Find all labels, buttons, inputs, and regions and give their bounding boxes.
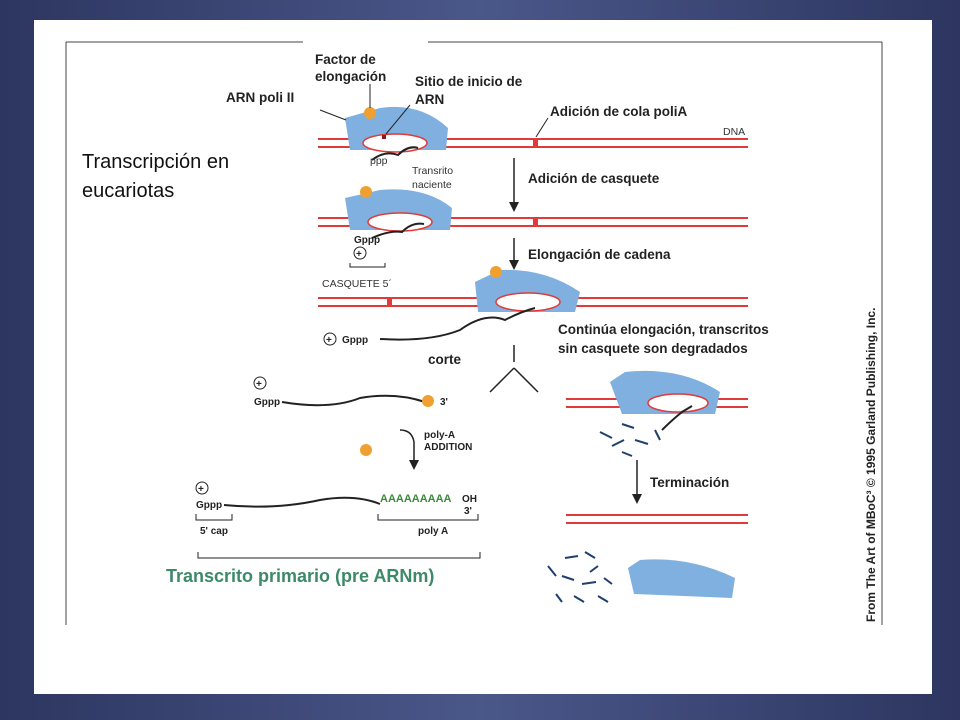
gppp-label-3: Gppp: [342, 335, 368, 346]
polya-arrow: [399, 429, 419, 470]
cap-plus-4: +: [256, 379, 262, 390]
down-arrow-1: [509, 158, 519, 212]
released-factor: [360, 444, 372, 456]
transcription-bubble-1: [362, 133, 428, 153]
nascent-rna-1: [371, 146, 419, 161]
polya-site-mark-1: [533, 138, 538, 148]
cap-plus-circle-2: [353, 246, 367, 260]
cleaved-factor: [422, 395, 434, 407]
cleaved-rna: [281, 394, 426, 407]
polya-tail: AAAAAAAAA: [380, 493, 452, 505]
transcription-bubble-3: [495, 292, 561, 312]
ppp-label-1: ppp: [370, 155, 388, 167]
transcription-bubble-2: [367, 212, 433, 232]
elongation-label: Elongación de cadena: [528, 247, 671, 262]
three-prime-label-1: 3': [440, 397, 448, 408]
polya-bracket: [377, 514, 479, 521]
degraded-fragments-1: [599, 423, 661, 457]
down-arrow-2: [509, 238, 519, 270]
cap-plus-2: +: [356, 249, 362, 260]
nascent-rna-2: [371, 222, 425, 239]
polya-site-mark-3: [387, 297, 392, 307]
gppp-label-5: Gppp: [196, 500, 222, 511]
start-site-label: Sitio de inicio de ARN: [415, 74, 526, 107]
elongation-factor-3: [490, 266, 502, 278]
five-cap-label: 5' cap: [200, 526, 228, 537]
dna-strand-5: [566, 514, 748, 524]
polya-bracket-label: poly A: [418, 526, 448, 537]
termination-arrow: [632, 460, 642, 504]
transcription-bubble-4: [647, 393, 709, 413]
credit-text: From The Art of MBoC³ © 1995 Garland Pub…: [864, 308, 878, 622]
slide-title: Transcripción en eucariotas: [82, 151, 235, 202]
figure-border: [65, 41, 883, 625]
cap-plus-circle-3: [323, 332, 337, 346]
start-site-pointer: [385, 104, 411, 135]
cap-plus-3: +: [326, 335, 332, 346]
transcript-bracket: [197, 552, 481, 559]
polymerase-pointer: [319, 109, 347, 121]
uncapped-rna: [661, 405, 693, 431]
gppp-label-4: Gppp: [254, 397, 280, 408]
primary-transcript-rna: [223, 496, 381, 508]
cap-bracket: [349, 263, 386, 268]
capping-label: Adición de casquete: [528, 171, 660, 186]
oh-label: OH: [462, 494, 477, 505]
degraded-fragments-2: [547, 551, 613, 603]
cleavage-label: corte: [428, 352, 462, 367]
cap-label: CASQUETE 5´: [322, 278, 392, 290]
five-cap-bracket: [195, 514, 233, 521]
factor-label: Factor de elongación: [315, 52, 386, 84]
nascent-label: Transrito naciente: [412, 165, 456, 191]
polymerase-label: ARN poli II: [226, 90, 294, 105]
elongation-factor-1: [364, 107, 376, 119]
elongation-factor-2: [360, 186, 372, 198]
continue-label: Continúa elongación, transcritos sin cas…: [558, 322, 773, 356]
gppp-label-2: Gppp: [354, 235, 380, 246]
primary-transcript-title: Transcrito primario (pre ARNm): [166, 566, 434, 586]
released-polymerase: [628, 559, 735, 598]
cap-plus-circle-5: [195, 481, 209, 495]
polya-addition-label: Adición de cola poliA: [550, 104, 688, 119]
cap-plus-circle-4: [253, 376, 267, 390]
polya-addition-step: poly-A ADDITION: [424, 430, 472, 453]
dna-label: DNA: [723, 126, 745, 138]
slide-canvas: [34, 20, 932, 694]
cleavage-split: [489, 345, 539, 393]
cap-plus-5: +: [198, 484, 204, 495]
polya-pointer: [535, 117, 549, 138]
termination-label: Terminación: [650, 475, 729, 490]
three-prime-label-2: 3': [464, 506, 472, 517]
polya-site-mark-2: [533, 217, 538, 227]
start-site-mark: [382, 135, 386, 139]
nascent-rna-3: [379, 307, 536, 341]
